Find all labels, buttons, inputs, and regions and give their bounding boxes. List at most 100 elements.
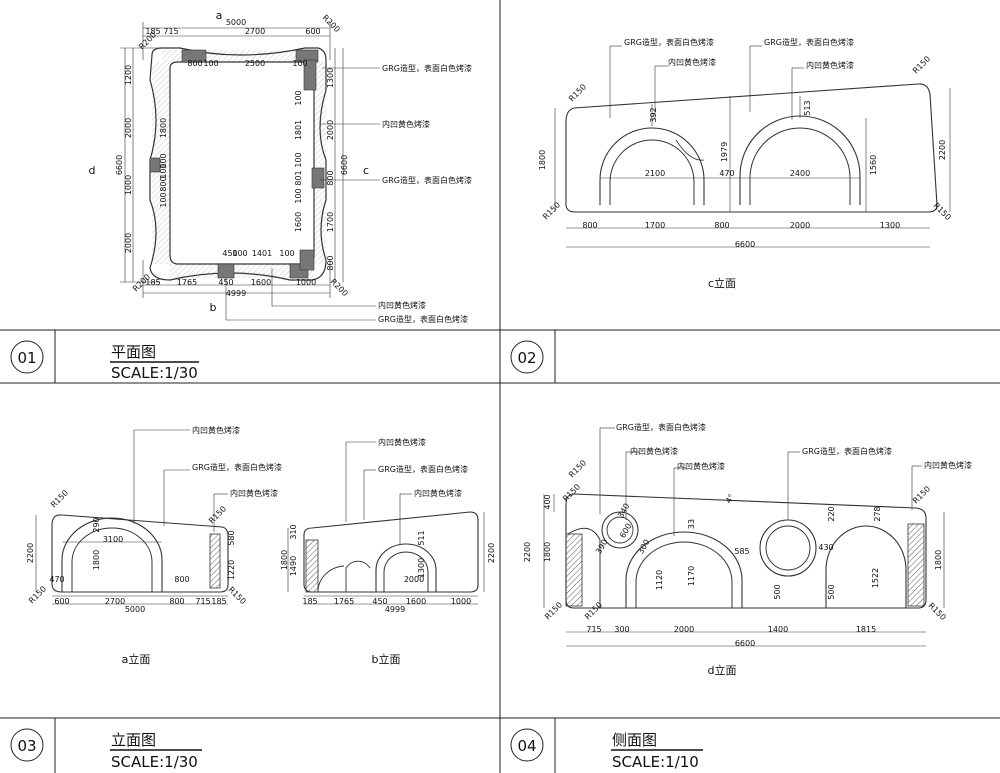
- radius-label: R150: [911, 484, 932, 505]
- sheet-number-circle: [10, 340, 44, 374]
- dim-label: 220: [827, 506, 836, 521]
- dim-label: 800: [169, 597, 184, 606]
- callout-label: 内凹黄色烤漆: [378, 437, 426, 447]
- c-elevation: 800 1700 800 2000 1300 6600 2100 470 240…: [538, 37, 953, 290]
- dim-label: 100: [279, 249, 294, 258]
- dim-label: 500: [773, 584, 782, 599]
- callout-label: GRG造型，表面白色烤漆: [616, 422, 706, 432]
- dim-label: 450: [372, 597, 387, 606]
- title-block-01: 01 平面图 SCALE:1/30: [10, 340, 199, 382]
- dim-label: 392: [649, 107, 658, 122]
- dim-label: 1300: [326, 68, 335, 88]
- dim-label: 2200: [487, 543, 496, 563]
- dim-label: 1560: [869, 155, 878, 175]
- dim-label: 390: [594, 538, 609, 556]
- dim-label: 1800: [934, 550, 943, 570]
- dim-label: 340: [616, 502, 631, 520]
- callout-label: 内凹黄色烤漆: [192, 425, 240, 435]
- plan-marker-d: d: [89, 164, 96, 177]
- dim-label: 1979: [720, 142, 729, 162]
- radius-label: R150: [561, 482, 582, 503]
- dim-label: 800: [326, 255, 335, 270]
- callout-label: 内凹黄色烤漆: [230, 488, 278, 498]
- dim-label: 2200: [523, 542, 532, 562]
- plan-view: a b d c 5000 185 715 2700 600 800 100 25…: [89, 9, 472, 324]
- radius-label: R200: [321, 13, 342, 34]
- callout-label: GRG造型，表面白色烤漆: [382, 63, 472, 73]
- callout-label: 内凹黄色烤漆: [630, 446, 678, 456]
- dim-label: 1401: [252, 249, 272, 258]
- dim-label: 585: [734, 547, 749, 556]
- dim-label: 470: [49, 575, 64, 584]
- dim-label: 715: [586, 625, 601, 634]
- dim-label: 800: [714, 221, 729, 230]
- dim-label: 6600: [735, 639, 755, 648]
- dim-label: 100: [294, 90, 303, 105]
- drawing-scale: SCALE:1/30: [111, 364, 198, 382]
- dim-label: 3100: [103, 535, 123, 544]
- dim-label: 1600: [406, 597, 426, 606]
- drawing-scale: SCALE:1/30: [111, 753, 198, 771]
- dim-label: 800: [174, 575, 189, 584]
- dim-label: 100: [159, 153, 168, 168]
- sheet-number: 01: [17, 349, 36, 367]
- dim-label: 1000: [451, 597, 471, 606]
- dim-label: 2000: [326, 120, 335, 140]
- dim-label: 1800: [159, 118, 168, 138]
- angle-label: 4°: [724, 493, 736, 505]
- drawing-title: 平面图: [111, 343, 156, 361]
- dim-label: 300: [636, 538, 651, 556]
- sheet-number-circle: [510, 728, 544, 762]
- view-title: d立面: [708, 663, 737, 677]
- dim-label: 2200: [26, 543, 35, 563]
- radius-label: R150: [567, 82, 588, 103]
- dim-label: 310: [289, 524, 298, 539]
- dim-label: 100: [159, 163, 168, 178]
- callout-label: 内凹黄色烤漆: [382, 119, 430, 129]
- dim-label: 600: [305, 27, 320, 36]
- dim-label: 1765: [177, 278, 197, 287]
- callout-label: GRG造型，表面白色烤漆: [192, 462, 282, 472]
- dim-label: 290: [92, 517, 101, 532]
- dim-label: 1600: [251, 278, 271, 287]
- dim-label: 800: [187, 59, 202, 68]
- view-title: c立面: [708, 276, 736, 290]
- dim-label: 6600: [735, 240, 755, 249]
- dim-label: 2100: [645, 169, 665, 178]
- dim-label: 2000: [124, 233, 133, 253]
- dim-label: 5000: [125, 605, 145, 614]
- radius-label: R150: [543, 600, 564, 621]
- dim-label: 2000: [124, 118, 133, 138]
- a-elevation: 600 2700 800 715 185 5000 3100 470 800 2…: [26, 425, 282, 666]
- dim-label: 800: [159, 176, 168, 191]
- dim-label: 1700: [645, 221, 665, 230]
- callout-label: 内凹黄色烤漆: [668, 57, 716, 67]
- dim-label: 1700: [326, 212, 335, 232]
- b-elevation: 185 1765 450 1600 1000 4999 2000 310 180…: [280, 437, 496, 666]
- dim-label: 580: [227, 530, 236, 545]
- callout-label: 内凹黄色烤漆: [806, 60, 854, 70]
- dim-label: 1120: [655, 570, 664, 590]
- dim-label: 185: [145, 27, 160, 36]
- plan-marker-c: c: [363, 164, 369, 177]
- callout-label: GRG造型，表面白色烤漆: [764, 37, 854, 47]
- callout-label: 内凹黄色烤漆: [378, 300, 426, 310]
- dim-label: 470: [719, 169, 734, 178]
- dim-label: 185: [302, 597, 317, 606]
- dim-label: 300: [614, 625, 629, 634]
- dim-label: 1800: [538, 150, 547, 170]
- dim-label: 1800: [280, 550, 289, 570]
- dim-label: 2000: [404, 575, 424, 584]
- dim-label: 1522: [871, 568, 880, 588]
- callout-label: GRG造型，表面白色烤漆: [382, 175, 472, 185]
- title-block-04: 04 侧面图 SCALE:1/10: [510, 728, 703, 771]
- radius-label: R150: [541, 200, 562, 221]
- dim-label: 4999: [385, 605, 405, 614]
- radius-label: R200: [329, 277, 350, 298]
- callout-label: GRG造型，表面白色烤漆: [378, 314, 468, 324]
- sheet-number: 02: [517, 349, 536, 367]
- dim-label: 1815: [856, 625, 876, 634]
- dim-label: 6600: [115, 155, 124, 175]
- dim-label: 1000: [296, 278, 316, 287]
